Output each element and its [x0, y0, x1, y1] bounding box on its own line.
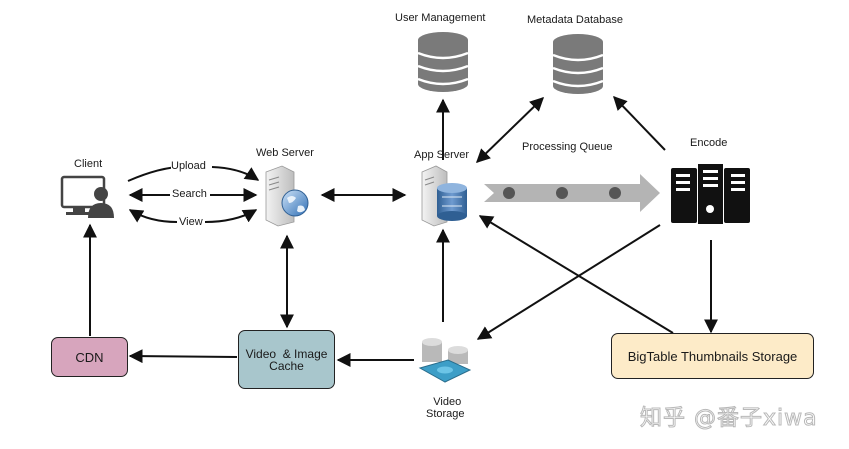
watermark: 知乎 @番子xiwa — [640, 406, 818, 432]
queue-item — [503, 187, 515, 199]
bigtable-app-arrow — [478, 215, 674, 334]
video-storage-icon — [418, 338, 472, 383]
metadata-database-label: Metadata Database — [527, 14, 624, 26]
cdn-label: CDN — [75, 349, 104, 365]
encode-label: Encode — [690, 137, 728, 149]
video-image-cache-box[interactable]: Video & Image Cache — [238, 330, 335, 389]
user-management-label: User Management — [395, 12, 486, 24]
app-server-label: App Server — [414, 149, 470, 161]
client-label: Client — [74, 158, 103, 170]
cache-label-line1: Video & Image — [245, 346, 328, 361]
app-metadata-arrow — [475, 97, 545, 163]
bigtable-label: BigTable Thumbnails Storage — [627, 348, 798, 364]
web-server-icon — [265, 165, 309, 227]
bigtable-thumbnails-storage-box[interactable]: BigTable Thumbnails Storage — [611, 333, 814, 379]
encode-video-storage-arrow — [476, 224, 661, 340]
cache-label-line2: Cache — [269, 358, 304, 373]
search-label: Search — [172, 188, 207, 200]
user-management-db-icon — [417, 32, 469, 92]
queue-item — [609, 187, 621, 199]
client-icon — [60, 175, 114, 218]
processing-queue-arrow — [484, 174, 660, 212]
view-label: View — [179, 216, 203, 228]
metadata-db-icon — [552, 34, 604, 94]
app-server-icon — [421, 165, 467, 227]
processing-queue-label: Processing Queue — [522, 141, 613, 153]
web-server-label: Web Server — [256, 147, 314, 159]
view-arrow — [128, 209, 258, 223]
encode-metadata-arrow — [613, 95, 666, 151]
queue-item — [556, 187, 568, 199]
video-storage-label: Video Storage — [426, 396, 465, 420]
cdn-box[interactable]: CDN — [51, 337, 128, 377]
encode-server-icon — [671, 164, 750, 224]
upload-label: Upload — [171, 160, 206, 172]
cache-cdn-arrow — [128, 349, 238, 364]
